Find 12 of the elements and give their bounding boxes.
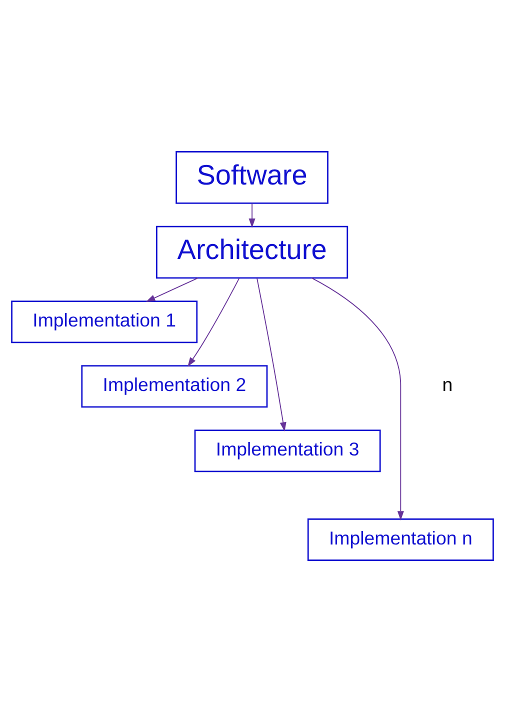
node-box: Implementation n xyxy=(307,518,494,561)
arrow xyxy=(188,278,240,367)
node-box: Implementation 3 xyxy=(194,430,381,472)
label: n xyxy=(442,374,453,396)
node-box: Software xyxy=(176,151,328,204)
node-box: Implementation 2 xyxy=(81,365,268,408)
node-box: Implementation 1 xyxy=(11,300,198,344)
arrow xyxy=(248,203,256,228)
arrow xyxy=(256,278,286,432)
arrow xyxy=(311,278,404,520)
node-box: Architecture xyxy=(156,226,348,279)
arrow xyxy=(146,278,198,302)
